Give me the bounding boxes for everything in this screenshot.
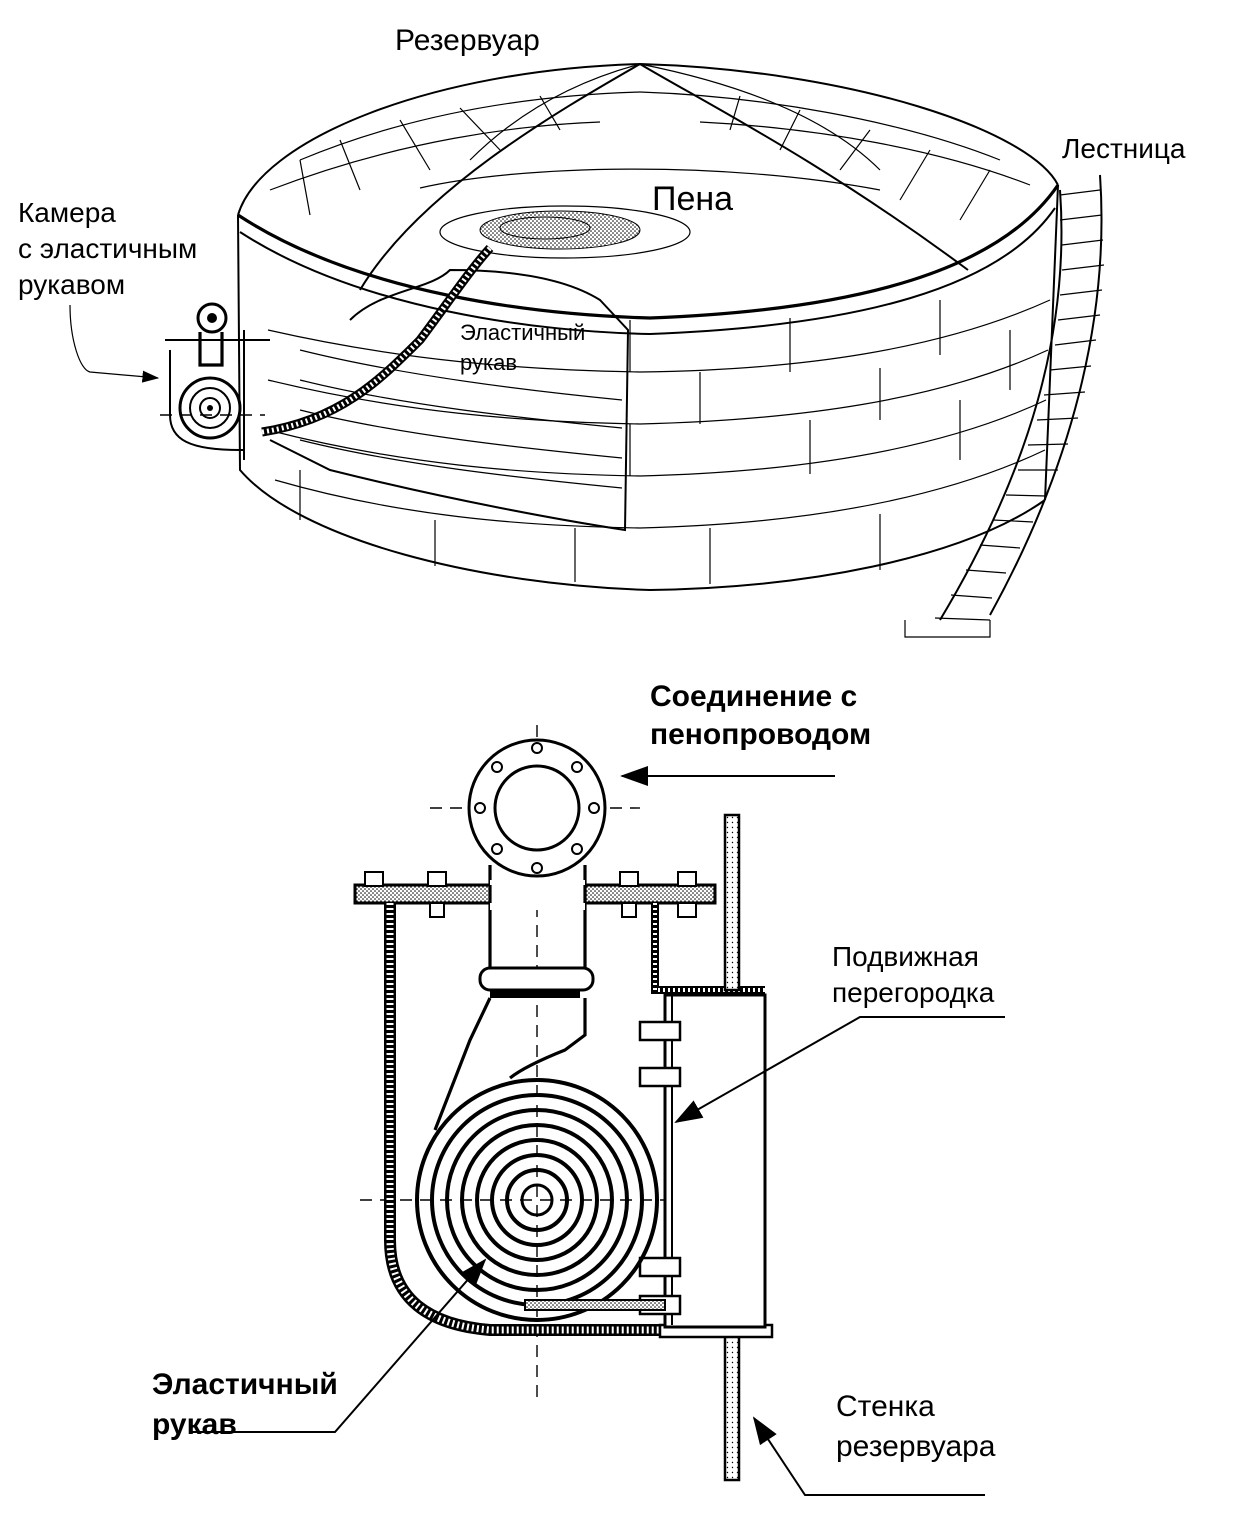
connection-label-line2: пенопроводом [650, 718, 871, 751]
bottom-hose-label-line1: Эластичный [152, 1368, 338, 1401]
roof-rib [359, 63, 641, 291]
wall-leader [752, 1416, 985, 1496]
roof-rib [639, 63, 969, 271]
chamber-label-line1: Камера [18, 197, 116, 228]
ladder [904, 174, 1105, 638]
partition-label-line2: перегородка [832, 977, 995, 1008]
tank-illustration [69, 62, 1105, 638]
ladder-label: Лестница [1062, 133, 1186, 164]
hose-leader [190, 1258, 487, 1433]
movable-partition [638, 993, 767, 1329]
flange [467, 738, 607, 878]
tank-roof [237, 62, 1059, 216]
chamber-label-line2: с эластичным [18, 233, 197, 264]
wall-label-line1: Стенка [836, 1390, 935, 1423]
top-hose-label-line1: Эластичный [460, 320, 585, 345]
tank-shell [237, 214, 1046, 592]
chamber-label-line3: рукавом [18, 269, 125, 300]
top-hose-label-line2: рукав [460, 350, 517, 375]
partition-label-line1: Подвижная [832, 941, 979, 972]
chamber-detail [190, 725, 1005, 1496]
bottom-hose-label-line2: рукав [152, 1408, 237, 1441]
foam-chamber-small [160, 302, 270, 460]
partition-leader [674, 1016, 1005, 1123]
connection-label-line1: Соединение с [650, 680, 857, 713]
chamber-arrow [69, 304, 160, 383]
tank-roof-rim [237, 184, 1060, 320]
wall-label-line2: резервуара [836, 1430, 996, 1463]
tank-label: Резервуар [395, 24, 540, 57]
foam-label: Пена [652, 180, 733, 218]
roof-rib [639, 63, 881, 171]
coiled-hose [415, 1078, 666, 1322]
roof-rib [469, 63, 641, 161]
